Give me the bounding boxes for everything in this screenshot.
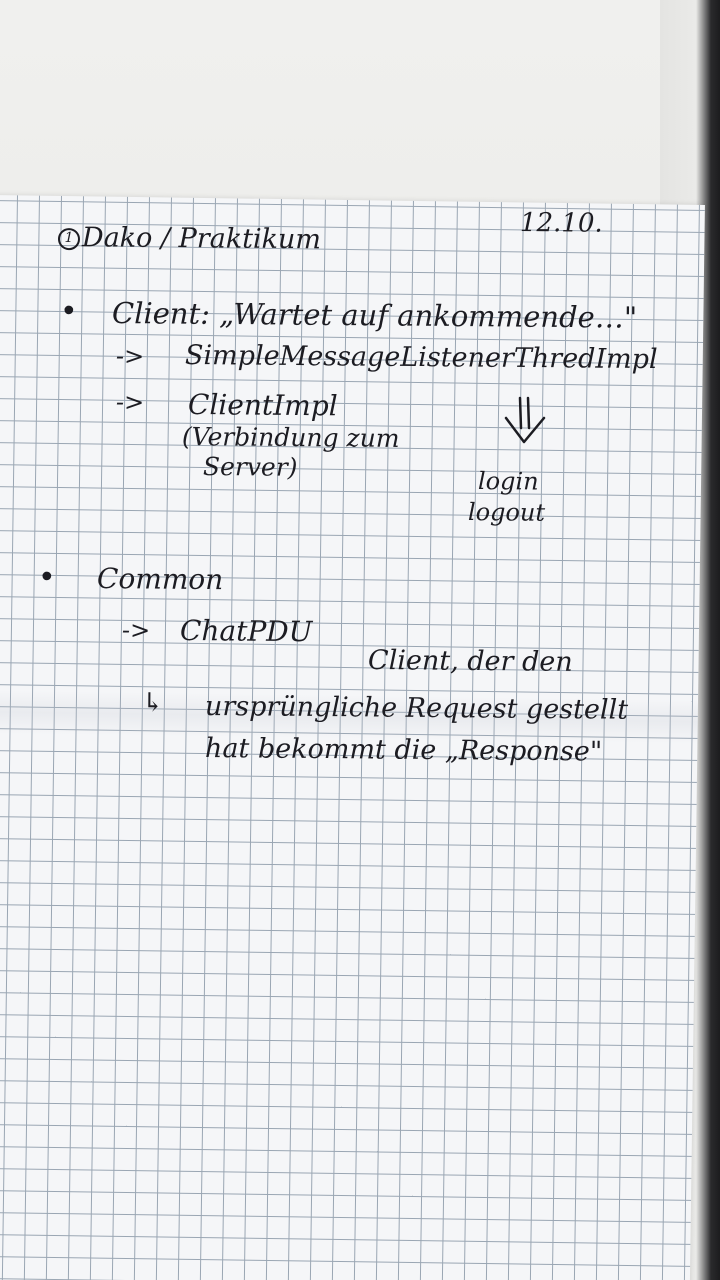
- clientimpl-line: ClientImpl: [187, 388, 338, 423]
- arrow-clientimpl: ->: [115, 388, 145, 417]
- arrow-chatpdu: ->: [121, 616, 151, 645]
- simple-listener-line: SimpleMessageListenerThredImpl: [184, 340, 658, 376]
- bullet-client: •: [59, 294, 78, 330]
- common-line: Common: [96, 562, 224, 597]
- verbindung-line-2: Server): [202, 452, 298, 482]
- logout-label: logout: [467, 498, 546, 527]
- note-date: 12.10.: [519, 208, 603, 239]
- client-line: Client: „Wartet auf ankommende…": [111, 296, 638, 335]
- title-text: Dako / Praktikum: [81, 222, 322, 256]
- bullet-common: •: [37, 560, 56, 596]
- login-label: login: [477, 467, 539, 496]
- client-der-den-insert: Client, der den: [367, 645, 573, 678]
- arrow-simple: ->: [115, 342, 145, 371]
- verbindung-line-1: (Verbindung zum: [181, 422, 400, 453]
- hat-bekommt-line: hat bekommt die „Response": [204, 733, 603, 768]
- title-marker: 1: [57, 227, 81, 250]
- double-down-arrow-icon: [504, 396, 546, 444]
- ursprungliche-line: ursprüngliche Request gestellt: [204, 691, 629, 726]
- corner-arrow-icon: ↳: [141, 688, 164, 719]
- chatpdu-line: ChatPDU: [179, 614, 313, 649]
